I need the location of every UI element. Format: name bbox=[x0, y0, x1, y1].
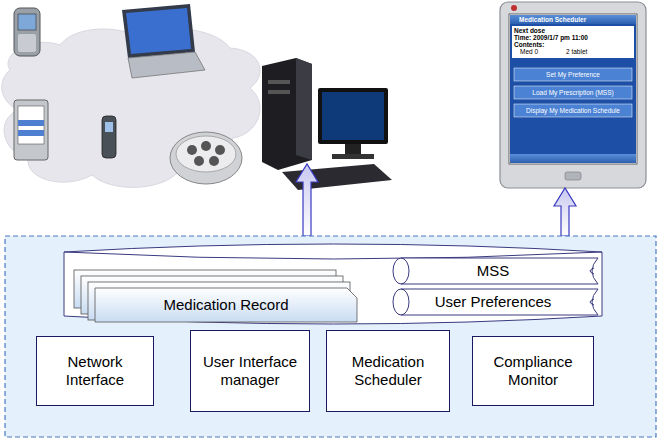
screen-text: Time: 2009/1/7 pm 11:00 bbox=[514, 34, 588, 42]
pda-screenshot bbox=[500, 2, 646, 188]
button-label: Set My Preference bbox=[514, 71, 632, 79]
module-box: Compliance Monitor bbox=[472, 336, 594, 406]
node-text: Medication Record bbox=[163, 296, 288, 314]
node-text: MSS bbox=[477, 262, 510, 280]
screen-text: Next dose bbox=[514, 27, 545, 35]
data-scroll: MSS bbox=[388, 258, 598, 284]
module-box: Network Interface bbox=[36, 336, 154, 406]
sensor-device bbox=[102, 116, 116, 158]
record-page: Medication Record bbox=[95, 288, 357, 322]
system-region bbox=[5, 236, 656, 437]
node-text: User Preferences bbox=[435, 293, 552, 311]
up-arrow bbox=[554, 188, 576, 236]
module-box: Medication Scheduler bbox=[326, 330, 450, 412]
node-text: Network Interface bbox=[42, 353, 148, 389]
window-title: Medication Scheduler bbox=[519, 16, 586, 24]
pill-dispenser bbox=[170, 132, 242, 184]
node-text: User Interface manager bbox=[196, 353, 304, 389]
data-scroll: User Preferences bbox=[388, 289, 598, 315]
screen-text: Contents: bbox=[514, 41, 544, 49]
screen-text: 2 tablet bbox=[566, 48, 587, 56]
screen-text: Med 0 bbox=[520, 48, 538, 56]
node-text: Compliance Monitor bbox=[478, 353, 588, 389]
up-arrow bbox=[296, 164, 318, 236]
pda-device bbox=[14, 100, 48, 160]
desktop-computer bbox=[262, 58, 392, 190]
laptop bbox=[122, 4, 205, 78]
storage-container bbox=[64, 244, 602, 324]
module-box: User Interface manager bbox=[190, 330, 310, 412]
button-label: Load My Prescription (MSS) bbox=[514, 89, 632, 97]
mobile-phone bbox=[14, 8, 40, 56]
button-label: Display My Medication Schedule bbox=[514, 107, 632, 115]
node-text: Medication Scheduler bbox=[332, 353, 444, 389]
